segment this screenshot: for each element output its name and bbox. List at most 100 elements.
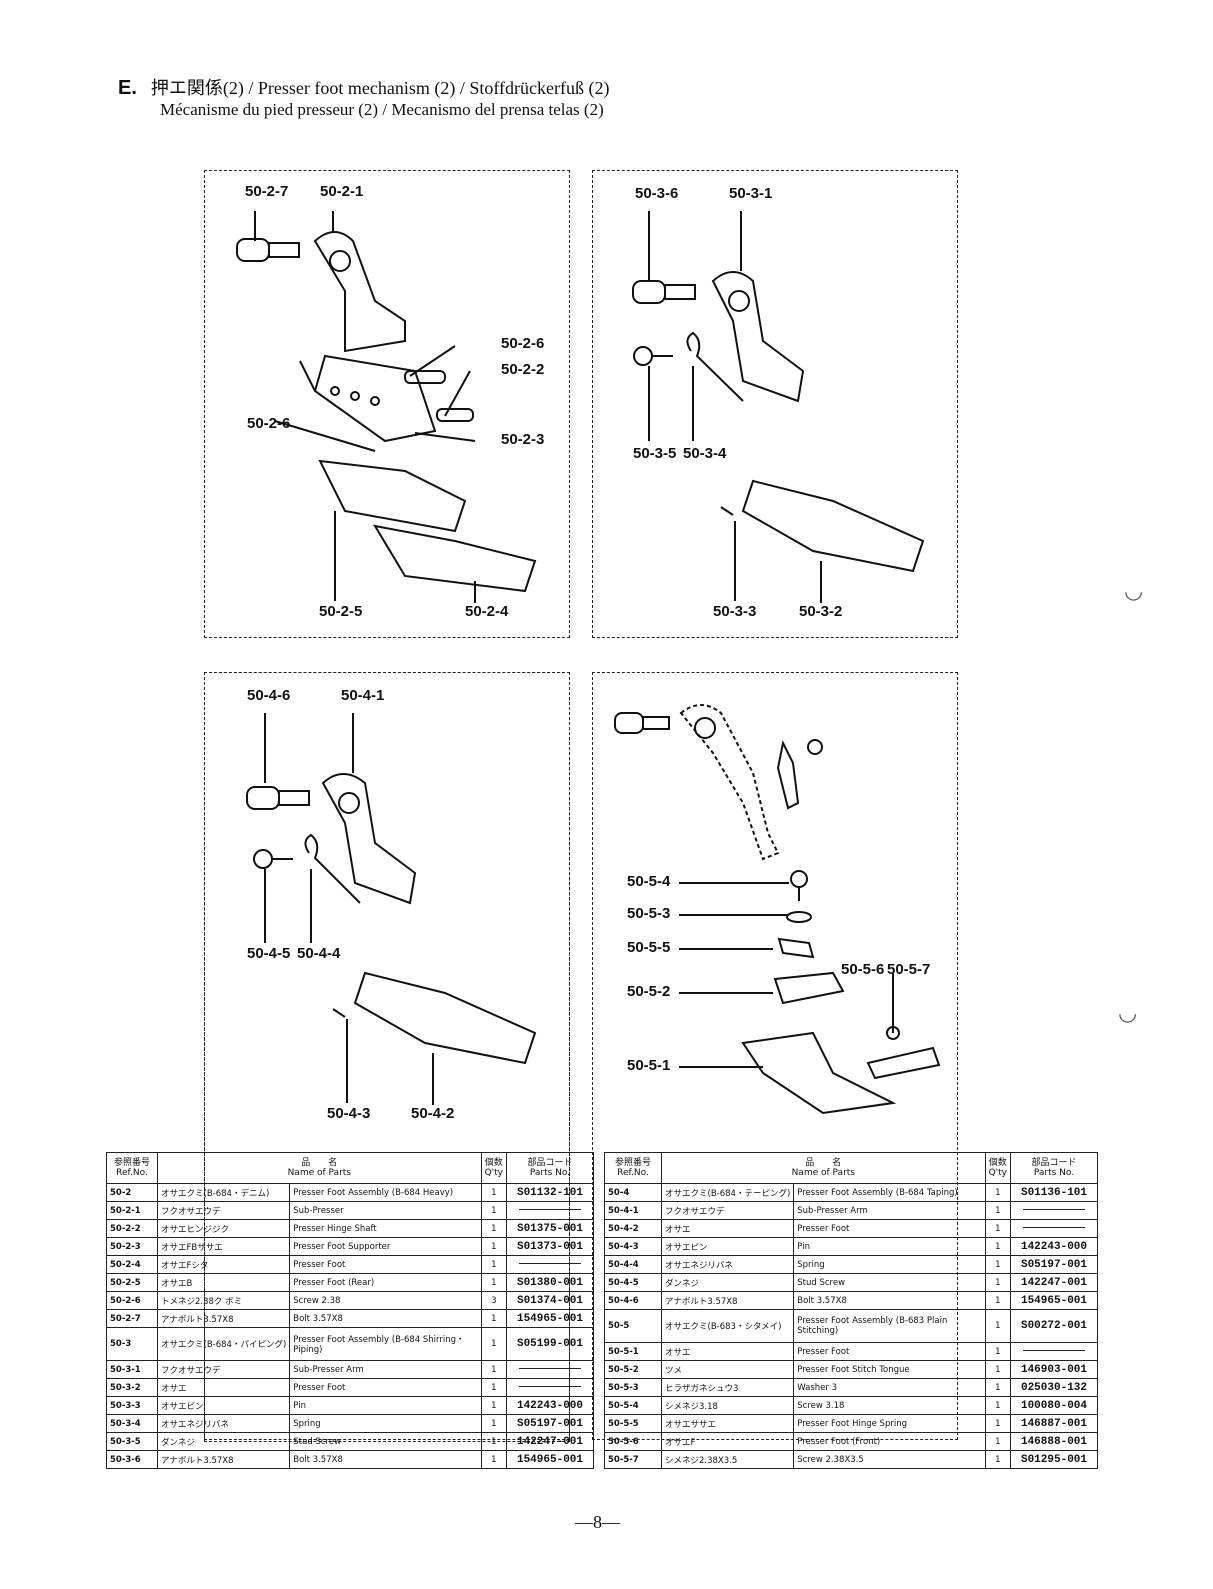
part-number-cell: 154965-001 [1010,1291,1098,1310]
name-en-cell: Stud Screw [289,1432,482,1451]
part-number-cell: 100080-004 [1010,1396,1098,1415]
callout-50-5-2: 50-5-2 [627,983,671,1000]
callout-50-3-3: 50-3-3 [713,603,757,620]
name-en-cell: Presser Foot [793,1342,986,1361]
part-number-cell: S01295-001 [1010,1450,1098,1469]
part-number-cell: 142247-001 [1010,1273,1098,1292]
part-number-cell: 154965-001 [506,1309,594,1328]
qty-cell: 3 [480,1291,508,1310]
name-en-cell: Screw 3.18 [793,1396,986,1415]
name-en-cell: Presser Foot Stitch Tongue [793,1360,986,1379]
qty-cell: 1 [480,1183,508,1202]
part-number-cell: 146903-001 [1010,1360,1098,1379]
name-en-cell: Presser Foot Assembly (B-684 Heavy) [289,1183,482,1202]
blank-part-number-line [519,1368,581,1370]
name-en-cell: Bolt 3.57X8 [289,1309,482,1328]
binding-mark-bottom: ◡ [1118,1000,1138,1025]
col-qty-en: Q'ty [484,1168,503,1178]
blank-part-number-line [519,1209,581,1211]
callout-50-3-6: 50-3-6 [635,185,679,202]
qty-cell: 1 [480,1378,508,1397]
callout-50-2-7: 50-2-7 [245,183,289,200]
ref-cell: 50-3-6 [106,1450,158,1469]
ref-cell: 50-2-1 [106,1201,158,1220]
blank-part-number-line [1023,1350,1085,1352]
part-number-cell [506,1360,594,1379]
qty-cell: 1 [984,1201,1012,1220]
name-en-cell: Presser Foot Assembly (B-684 Shirring・Pi… [289,1327,482,1361]
col-ref-en: Ref.No. [617,1168,649,1178]
part-number-cell: 154965-001 [506,1450,594,1469]
part-number-cell: S01374-001 [506,1291,594,1310]
name-en-cell: Presser Foot Assembly (B-683 Plain Stitc… [793,1309,986,1343]
col-code-en: Parts No. [1033,1168,1075,1178]
name-jp-cell: オサエ [660,1219,795,1238]
name-en-cell: Sub-Presser Arm [289,1360,482,1379]
title-line1: 押エ関係(2) / Presser foot mechanism (2) / S… [150,78,610,98]
ref-cell: 50-2 [106,1183,158,1202]
callout-50-2-4: 50-2-4 [465,603,509,620]
col-ref-jp: 参照番号 [113,1158,150,1168]
part-number-cell: 142243-000 [506,1396,594,1415]
ref-cell: 50-3-4 [106,1414,158,1433]
name-en-cell: Presser Foot [793,1219,986,1238]
qty-cell: 1 [480,1414,508,1433]
qty-cell: 1 [984,1342,1012,1361]
ref-cell: 50-2-5 [106,1273,158,1292]
col-ref-en: Ref.No. [116,1168,148,1178]
name-jp-cell: シメネジ3.18 [660,1396,795,1415]
name-en-cell: Sub-Presser [289,1201,482,1220]
presser-foot-50-5-illustration [614,704,941,1115]
name-en-cell: Spring [793,1255,986,1274]
callout-50-5-7: 50-5-7 [887,961,931,978]
diagram-panel-50-4-area: 50-4-6 50-4-1 50-4-5 50-4-4 50-4-3 50-4-… [204,672,570,1440]
part-number-cell [1010,1342,1098,1361]
name-en-cell: Stud Screw [793,1273,986,1292]
part-number-cell: S05197-001 [1010,1255,1098,1274]
name-jp-cell: オサエFBササエ [156,1237,291,1256]
ref-cell: 50-4-5 [604,1273,662,1292]
name-jp-cell: オサエクミ(B-684・デニム) [156,1183,291,1202]
ref-cell: 50-5-2 [604,1360,662,1379]
name-en-cell: Screw 2.38 [289,1291,482,1310]
qty-cell: 1 [480,1432,508,1451]
col-code-jp: 部品コード [1031,1158,1077,1168]
title-line2: Mécanisme du pied presseur (2) / Mecanis… [160,100,604,119]
ref-cell: 50-5-7 [604,1450,662,1469]
name-en-cell: Presser Foot [289,1255,482,1274]
name-en-cell: Presser Foot [289,1378,482,1397]
ref-cell: 50-2-4 [106,1255,158,1274]
page-number: —8— [575,1512,620,1532]
qty-cell: 1 [480,1237,508,1256]
name-jp-cell: ダンネジ [660,1273,795,1292]
blank-part-number-line [519,1386,581,1388]
name-en-cell: Washer 3 [793,1378,986,1397]
callout-50-4-2: 50-4-2 [411,1105,455,1122]
qty-cell: 1 [480,1309,508,1328]
name-en-cell: Pin [289,1396,482,1415]
name-jp-cell: オサエ [156,1378,291,1397]
col-qty-jp: 個数 [988,1158,1007,1168]
part-number-cell: S05199-001 [506,1327,594,1361]
name-en-cell: Pin [793,1237,986,1256]
callout-50-4-6: 50-4-6 [247,687,291,704]
ref-cell: 50-5-6 [604,1432,662,1451]
part-number-cell: S00272-001 [1010,1309,1098,1343]
